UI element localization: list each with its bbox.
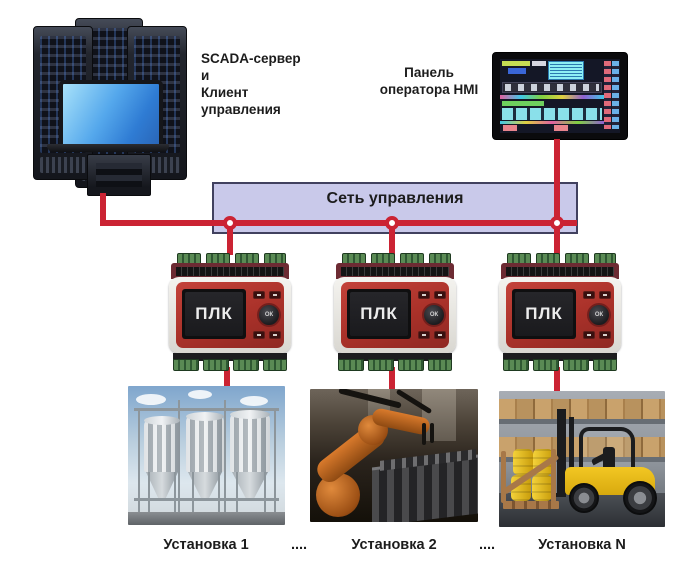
- installation-n-label: Установка N: [538, 537, 626, 553]
- plc-label: ПЛК: [525, 304, 563, 323]
- plc-screen: ПЛК: [347, 289, 411, 339]
- plc-button: [269, 291, 281, 299]
- network-node-2: [385, 216, 399, 230]
- plc-button: [434, 331, 446, 339]
- laptop-screen: [59, 80, 163, 147]
- hmi-drop-line: [554, 139, 560, 224]
- plc-label: ПЛК: [195, 304, 233, 323]
- scada-server-label: SCADA-сервер и Клиент управления: [201, 51, 301, 117]
- plc-label: ПЛК: [360, 304, 398, 323]
- plc-ok-knob: ОК: [257, 303, 281, 327]
- installation-1-label: Установка 1: [163, 537, 249, 553]
- ellipsis-separator-2: ....: [478, 537, 496, 553]
- installation-2-image-robot-arm: [310, 389, 478, 522]
- hmi-panel-label: Панель оператора HMI: [379, 65, 479, 97]
- plc1-drop-line: [227, 224, 233, 255]
- plc-button: [253, 331, 265, 339]
- plc-device-3: ПЛК ОК: [499, 253, 621, 371]
- plc-screen: ПЛК: [512, 289, 576, 339]
- server-pedestal: [87, 154, 151, 196]
- installation-1-image-silos: [128, 386, 285, 525]
- server-drop-line: [100, 193, 106, 226]
- scada-server-image: [25, 8, 187, 198]
- hmi-panel-image: [492, 52, 628, 140]
- plc3-drop-line: [554, 224, 560, 255]
- plc-button: [434, 291, 446, 299]
- plc-device-1: ПЛК ОК: [169, 253, 291, 371]
- installation-2-label: Установка 2: [351, 537, 437, 553]
- plc-ok-knob: ОК: [422, 303, 446, 327]
- plc3-output-line: [554, 367, 560, 393]
- network-bus-line: [100, 220, 577, 226]
- plc-button: [583, 331, 595, 339]
- plc2-output-line: [389, 367, 395, 391]
- hmi-screen: [500, 59, 620, 133]
- plc-button: [418, 291, 430, 299]
- network-node-1: [223, 216, 237, 230]
- plc-button: [253, 291, 265, 299]
- laptop-base: [47, 144, 169, 152]
- plc-button: [599, 331, 611, 339]
- ellipsis-separator-1: ....: [290, 537, 308, 553]
- plc-screen: ПЛК: [182, 289, 246, 339]
- plc1-output-line: [224, 367, 230, 388]
- plc-button: [599, 291, 611, 299]
- plc-device-2: ПЛК ОК: [334, 253, 456, 371]
- plc-button: [269, 331, 281, 339]
- network-node-3: [550, 216, 564, 230]
- plc-button: [583, 291, 595, 299]
- installation-n-image-forklift: [499, 391, 665, 527]
- plc-ok-knob: ОК: [587, 303, 611, 327]
- plc2-drop-line: [389, 224, 395, 255]
- control-network-label: Сеть управления: [326, 190, 464, 207]
- plc-button: [418, 331, 430, 339]
